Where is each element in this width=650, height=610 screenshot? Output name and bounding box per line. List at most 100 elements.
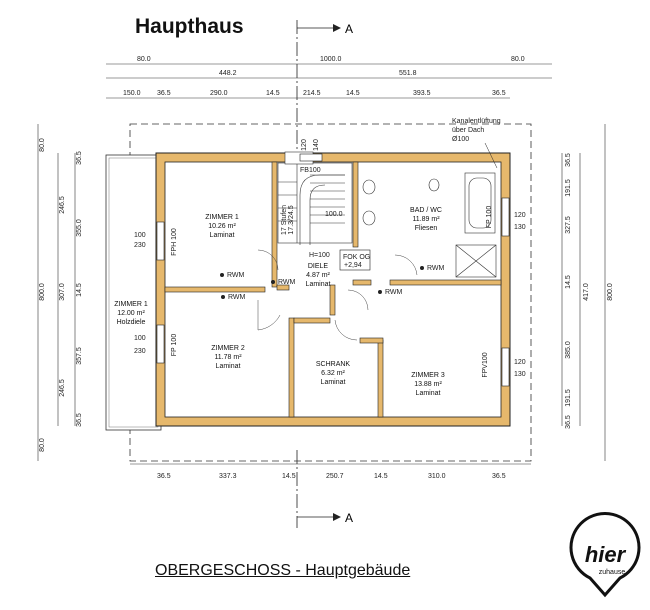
- dim-top-290: 290.0: [210, 90, 228, 97]
- svg-text:Ø100: Ø100: [452, 136, 469, 143]
- room-schrank: SCHRANK 6.32 m² Laminat: [316, 361, 351, 386]
- dim-bot-14a: 14.5: [282, 473, 296, 480]
- dim-top-80-left: 80.0: [137, 56, 151, 63]
- svg-text:Holzdiele: Holzdiele: [117, 319, 146, 326]
- svg-text:130: 130: [514, 224, 526, 231]
- room-zimmer3: ZIMMER 3 13.88 m² Laminat: [411, 372, 445, 397]
- svg-text:RWM: RWM: [227, 272, 245, 279]
- svg-text:Laminat: Laminat: [210, 232, 235, 239]
- dim-bot-250: 250.7: [326, 473, 344, 480]
- svg-text:140: 140: [313, 139, 320, 151]
- door-swings: [257, 249, 418, 341]
- dim-bot-36b: 36.5: [492, 473, 506, 480]
- svg-text:ZIMMER 3: ZIMMER 3: [411, 372, 445, 379]
- svg-text:11.78 m²: 11.78 m²: [214, 354, 242, 361]
- dim-top-551: 551.8: [399, 70, 417, 77]
- dim-bot-310: 310.0: [428, 473, 446, 480]
- room-balkon: ZIMMER 1 12.00 m² Holzdiele: [114, 301, 148, 326]
- svg-text:10.26 m²: 10.26 m²: [208, 223, 236, 230]
- svg-text:230: 230: [134, 242, 146, 249]
- kanal-label: Kanalentlüftung über Dach Ø100: [452, 118, 501, 169]
- svg-text:120: 120: [514, 212, 526, 219]
- dim-right-191-top: 191.5: [565, 179, 572, 197]
- dim-left-36-top: 36.5: [76, 151, 83, 165]
- smoke-detectors: RWM RWM RWM RWM RWM: [220, 265, 445, 301]
- dim-top-36b: 36.5: [492, 90, 506, 97]
- bathroom-fixtures: [362, 172, 497, 278]
- dim-bot-14b: 14.5: [374, 473, 388, 480]
- dim-bot-337: 337.3: [219, 473, 237, 480]
- svg-text:6.32 m²: 6.32 m²: [321, 370, 345, 377]
- fok-og-label: FOK OG +2,94: [339, 249, 371, 271]
- page-title: Haupthaus: [135, 15, 244, 38]
- brand-logo: hier zuhause: [569, 511, 641, 598]
- windows: [156, 153, 510, 387]
- svg-text:Laminat: Laminat: [216, 363, 241, 370]
- dim-right-417: 417.0: [583, 283, 590, 301]
- svg-text:ZIMMER 2: ZIMMER 2: [211, 345, 245, 352]
- svg-text:ZIMMER 1: ZIMMER 1: [114, 301, 148, 308]
- dim-bot-36a: 36.5: [157, 473, 171, 480]
- svg-text:BAD / WC: BAD / WC: [410, 207, 442, 214]
- svg-text:+2,94: +2,94: [344, 262, 362, 269]
- room-zimmer1: ZIMMER 1 10.26 m² Laminat: [205, 214, 239, 239]
- dim-right-36-bot: 36.5: [565, 415, 572, 429]
- svg-text:Laminat: Laminat: [321, 379, 346, 386]
- stair-width-label: 100.0: [325, 211, 343, 218]
- dim-top-448: 448.2: [219, 70, 237, 77]
- svg-text:FPH 100: FPH 100: [171, 228, 178, 256]
- dim-top-14b: 14.5: [346, 90, 360, 97]
- svg-text:FOK OG: FOK OG: [343, 254, 370, 261]
- svg-text:11.89 m²: 11.89 m²: [412, 216, 440, 223]
- stair-note-2: 17.3/24.5: [288, 205, 295, 234]
- section-line-top: A: [296, 20, 353, 150]
- plan-subtitle: OBERGESCHOSS - Hauptgebäude: [155, 562, 411, 579]
- dim-left-14: 14.5: [76, 283, 83, 297]
- svg-text:RWM: RWM: [228, 294, 246, 301]
- dim-left-80-top: 80.0: [39, 138, 46, 152]
- section-marker-bottom: A: [345, 511, 353, 525]
- svg-text:SCHRANK: SCHRANK: [316, 361, 351, 368]
- section-line-bottom: A: [296, 450, 353, 528]
- svg-text:FP 100: FP 100: [171, 334, 178, 357]
- dim-left-36-bot: 36.5: [76, 413, 83, 427]
- dim-left-246-bot: 246.5: [59, 379, 66, 397]
- svg-text:FB100: FB100: [300, 167, 321, 174]
- dim-left-800: 800.0: [39, 283, 46, 301]
- balcony: [105, 154, 162, 431]
- dim-top-1000: 1000.0: [320, 56, 342, 63]
- svg-text:Fliesen: Fliesen: [415, 225, 438, 232]
- room-zimmer2: ZIMMER 2 11.78 m² Laminat: [211, 345, 245, 370]
- dim-top-150: 150.0: [123, 90, 141, 97]
- dim-top-214: 214.5: [303, 90, 321, 97]
- svg-text:hier: hier: [585, 542, 627, 567]
- svg-text:Laminat: Laminat: [306, 281, 331, 288]
- dimension-lines: [37, 63, 606, 465]
- section-marker-top: A: [345, 22, 353, 36]
- roof-outline: [129, 123, 532, 462]
- dim-left-357: 357.5: [76, 347, 83, 365]
- dim-right-36-top: 36.5: [565, 153, 572, 167]
- dim-top-36a: 36.5: [157, 90, 171, 97]
- svg-text:RWM: RWM: [385, 289, 403, 296]
- dim-left-80-bot: 80.0: [39, 438, 46, 452]
- svg-text:100: 100: [134, 232, 146, 239]
- room-diele: DIELE 4.87 m² Laminat: [306, 263, 331, 288]
- svg-text:FP 100: FP 100: [486, 206, 493, 229]
- interior-walls: [164, 161, 502, 418]
- h100-label: H=100: [309, 252, 330, 259]
- svg-text:RWM: RWM: [278, 279, 296, 286]
- svg-text:Laminat: Laminat: [416, 390, 441, 397]
- stair-note-1: 17 Stufen: [281, 205, 288, 235]
- svg-text:120: 120: [301, 139, 308, 151]
- svg-text:120: 120: [514, 359, 526, 366]
- dim-right-191-bot: 191.5: [565, 389, 572, 407]
- dim-right-14: 14.5: [565, 275, 572, 289]
- dim-right-327: 327.5: [565, 216, 572, 234]
- staircase: [277, 151, 353, 245]
- dim-right-385: 385.0: [565, 341, 572, 359]
- svg-text:RWM: RWM: [427, 265, 445, 272]
- dim-top-393: 393.5: [413, 90, 431, 97]
- dim-top-14a: 14.5: [266, 90, 280, 97]
